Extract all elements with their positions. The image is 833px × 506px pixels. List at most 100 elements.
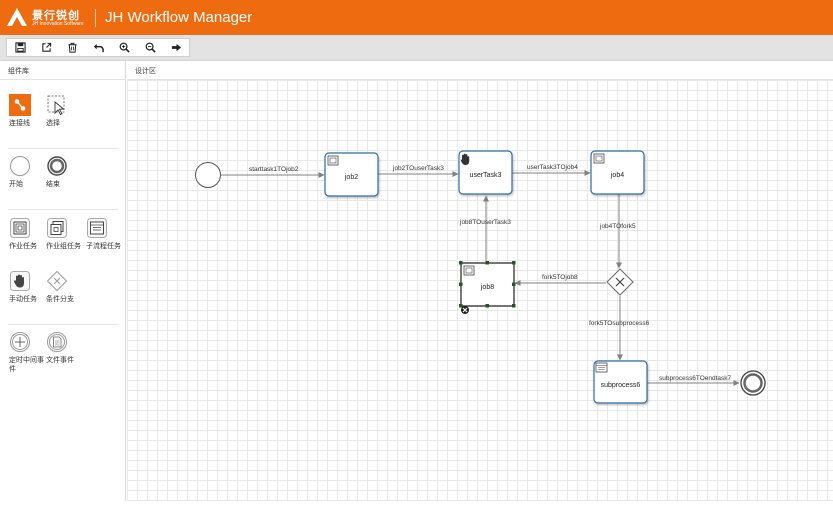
node-usertask3[interactable]: userTask3 [458,150,513,195]
tool-subprocess-task[interactable]: 子流程任务 [86,217,122,251]
edge-label: subprocess6TOendtask7 [659,375,732,382]
edge-label: job8TOuserTask3 [459,219,511,226]
tool-label-job: 作业任务 [9,243,37,250]
job-task-icon [10,218,30,238]
job-task-icon [463,265,475,276]
node-job2[interactable]: job2 [324,152,379,197]
design-canvas[interactable]: starttask1TOjob2 job2TOuserTask3 userTas… [127,80,833,501]
tool-manual-task[interactable]: 手动任务 [9,270,45,304]
tool-timer-event[interactable]: 定时中间事件 [9,331,45,374]
selection-handles [459,261,516,308]
logo-english-text: JH Innovation Software [32,21,84,27]
job-task-icon [593,153,605,164]
delete-button[interactable] [59,39,85,56]
edge-label: job4TOfork5 [599,223,636,230]
edge-label: fork5TOjob8 [542,274,578,281]
zoom-out-icon [145,42,156,53]
delete-node-icon[interactable] [461,306,469,314]
logo-mark-icon [7,8,27,26]
undo-icon [93,43,104,53]
export-button[interactable] [33,39,59,56]
zoom-in-button[interactable] [111,39,137,56]
start-tool-icon [9,155,31,177]
tool-condition-branch[interactable]: 条件分支 [46,270,82,304]
connector-icon [14,99,26,111]
header-divider [95,9,96,27]
zoom-in-icon [119,42,130,53]
node-subprocess6[interactable]: subprocess6 [593,360,648,404]
start-event-node[interactable] [195,162,221,188]
edge-fork5-to-subprocess6[interactable]: fork5TOsubprocess6 [589,296,650,361]
zoom-out-button[interactable] [137,39,163,56]
node-job8[interactable]: job8 [459,261,516,308]
gateway-fork5[interactable] [606,268,634,296]
node-label: job4 [610,172,624,179]
hand-icon [460,153,470,165]
manual-tool-icon [9,270,31,292]
timer-icon [10,332,30,352]
component-library-title: 组件库 [0,61,126,80]
workflow-diagram: starttask1TOjob2 job2TOuserTask3 userTas… [195,150,766,404]
tool-connect[interactable]: 连接线 [9,94,45,128]
connect-tool-icon [9,94,31,116]
edge-starttask1-to-job2[interactable]: starttask1TOjob2 [221,166,325,178]
tool-label-timer: 定时中间事件 [9,357,44,373]
edge-fork5-to-job8[interactable]: fork5TOjob8 [514,274,606,286]
node-label: job2 [344,174,358,181]
edge-label: starttask1TOjob2 [249,166,299,173]
end-circle-icon [47,156,67,176]
tool-jobgroup-task[interactable]: 作业组任务 [46,217,82,251]
tool-label-connect: 连接线 [9,120,30,127]
edge-job4-to-fork5[interactable]: job4TOfork5 [599,194,636,269]
edge-subprocess6-to-endtask7[interactable]: subprocess6TOendtask7 [647,375,740,386]
company-logo: 景行锐创 JH Innovation Software [6,5,86,30]
subprocess-tool-icon [86,217,108,239]
subprocess-icon [87,218,107,238]
file-icon [47,332,67,352]
node-job4[interactable]: job4 [590,150,645,195]
select-tool-icon [46,94,68,116]
tool-file-event[interactable]: 文件事件 [46,331,82,365]
toolbar [0,35,833,61]
exit-icon [171,43,181,52]
tool-label-end: 结束 [46,181,60,188]
node-label: userTask3 [470,172,502,179]
job-tool-icon [9,217,31,239]
tool-label-jobgroup: 作业组任务 [46,243,81,250]
node-label: job8 [480,284,494,291]
tool-job-task[interactable]: 作业任务 [9,217,45,251]
timer-tool-icon [9,331,31,353]
end-event-node[interactable] [740,370,766,396]
jobgroup-tool-icon [46,217,68,239]
tool-label-subprocess: 子流程任务 [86,243,121,250]
edge-label: fork5TOsubprocess6 [589,320,650,327]
design-area-title: 设计区 [127,61,833,80]
save-button[interactable] [7,39,33,56]
undo-button[interactable] [85,39,111,56]
tool-label-manual: 手动任务 [9,296,37,303]
toolbar-button-group [6,38,190,57]
edge-label: userTask3TOjob4 [527,164,578,171]
node-label: subprocess6 [601,382,641,389]
edge-job2-to-usertask3[interactable]: job2TOuserTask3 [378,165,459,177]
hand-icon [10,271,30,291]
tool-label-file: 文件事件 [46,357,74,364]
condition-tool-icon [46,270,68,292]
logo-chinese-text: 景行锐创 [32,10,80,22]
edge-job8-to-usertask3[interactable]: job8TOuserTask3 [459,195,511,262]
job-task-icon [327,155,339,166]
end-tool-icon [46,155,68,177]
tool-start-event[interactable]: 开始 [9,155,45,189]
panel-divider [8,324,118,325]
job-group-icon [47,218,67,238]
tool-end-event[interactable]: 结束 [46,155,82,189]
edge-usertask3-to-job4[interactable]: userTask3TOjob4 [512,164,591,176]
subprocess-icon [595,362,608,373]
file-tool-icon [46,331,68,353]
app-header: 景行锐创 JH Innovation Software JH Workflow … [0,0,833,35]
gateway-icon [46,270,68,292]
delete-icon [67,42,77,53]
exit-button[interactable] [163,39,189,56]
tool-select[interactable]: 选择 [46,94,82,128]
tool-label-condition: 条件分支 [46,296,74,303]
